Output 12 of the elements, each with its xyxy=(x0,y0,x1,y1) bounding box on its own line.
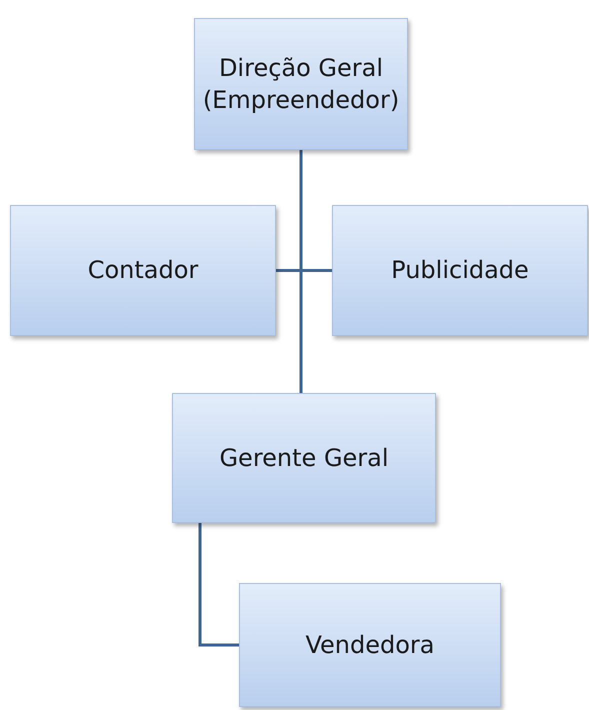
connector-line xyxy=(300,150,302,393)
box-label: Direção Geral (Empreendedor) xyxy=(202,52,400,116)
connector-line xyxy=(198,523,239,646)
box-label: Gerente Geral xyxy=(218,442,390,474)
org-box xyxy=(332,205,588,336)
org-box xyxy=(10,205,276,336)
box-label: Vendedora xyxy=(304,630,436,661)
org-box xyxy=(239,583,501,707)
box-label: Contador xyxy=(86,255,200,286)
org-box xyxy=(172,393,436,523)
org-box xyxy=(194,18,408,150)
box-label: Publicidade xyxy=(390,255,530,286)
